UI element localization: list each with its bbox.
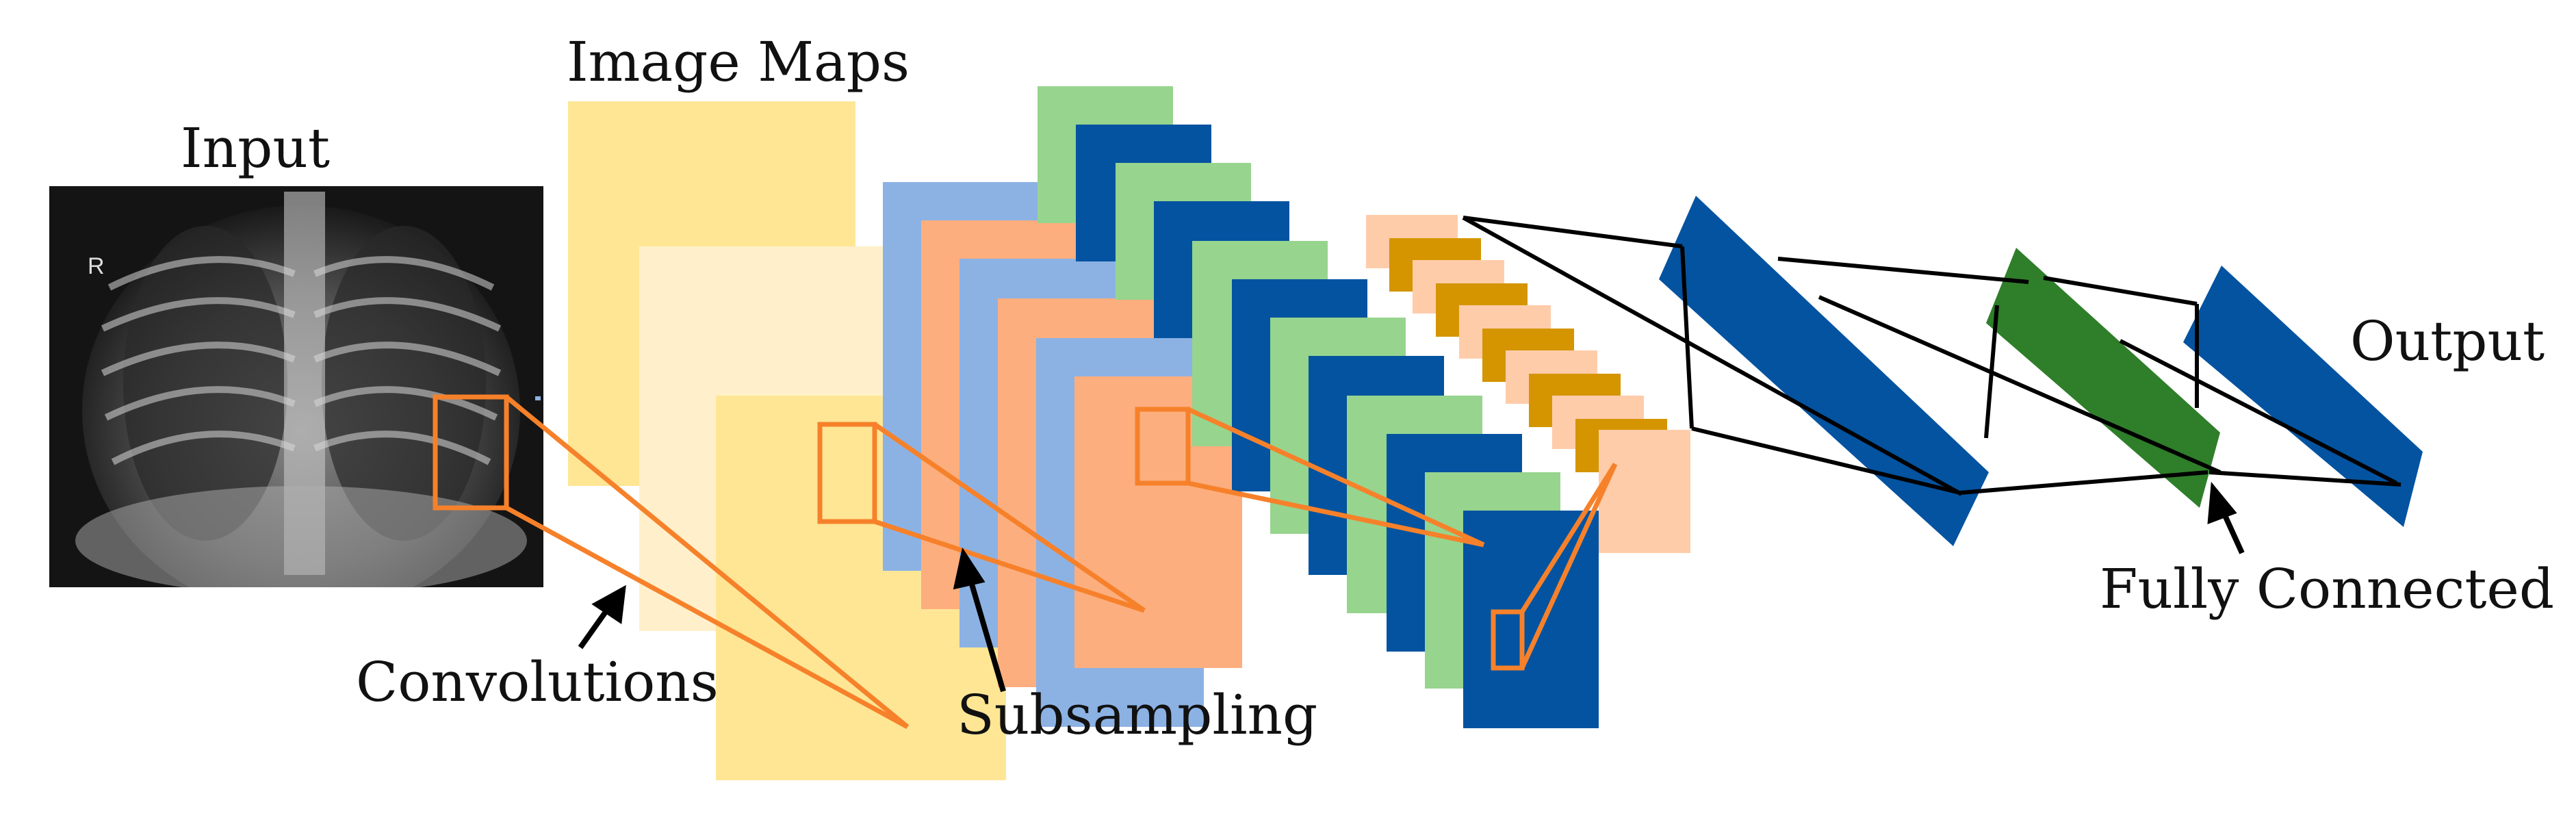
annotation-arrows — [578, 481, 2245, 693]
connect-line — [2119, 339, 2398, 485]
label-output: Output — [2350, 309, 2545, 373]
conv-projection-line — [1187, 407, 1485, 548]
connect-line — [1984, 305, 1999, 439]
conv-window-stack1 — [1135, 407, 1191, 486]
connect-line — [1691, 426, 1961, 495]
label-image-maps: Image Maps — [567, 30, 910, 94]
connect-line — [1959, 470, 2208, 495]
arrow-head — [591, 584, 626, 624]
label-input: Input — [181, 116, 330, 180]
connect-line — [1818, 295, 2221, 474]
fc-connection-lines — [1462, 216, 2401, 496]
xray-ribs — [101, 256, 502, 465]
arrow-head — [2207, 481, 2237, 524]
conv-window-input — [433, 394, 509, 511]
connect-line — [2208, 470, 2401, 487]
conv-projection-line — [873, 422, 1146, 613]
xray-diaphragm — [75, 486, 527, 587]
label-convolutions: Convolutions — [356, 650, 719, 714]
connect-line — [1463, 216, 1683, 248]
label-subsampling: Subsampling — [957, 683, 1317, 747]
connect-line — [1462, 216, 1963, 496]
connect-line — [1777, 257, 2029, 284]
feature-stack-3 — [1366, 215, 1690, 553]
connect-line — [1680, 246, 1694, 429]
conv-projection-line — [1187, 480, 1484, 548]
convolution-windows — [433, 394, 1618, 730]
fc-layer-1 — [1659, 196, 1989, 546]
conv-projection-line — [504, 395, 910, 729]
conv-window-stack2 — [1491, 609, 1525, 671]
connect-line — [2043, 276, 2198, 306]
conv-projection-line — [873, 519, 1146, 613]
conv-projection-line — [505, 505, 909, 730]
fully-connected-layers — [1659, 196, 2423, 546]
subsampling-arrow — [966, 574, 1006, 693]
conv-projection-line — [1520, 463, 1617, 613]
fc-layer-3 — [2183, 266, 2423, 527]
conv-window-map — [817, 422, 877, 524]
conv-projection-line — [1519, 463, 1618, 669]
label-fully-connected: Fully Connected — [2100, 557, 2554, 621]
feature-stack-1 — [883, 182, 1242, 727]
arrow-head — [953, 547, 986, 590]
xray-marker-text: R — [88, 253, 105, 279]
feature-map-3k — [1599, 430, 1690, 553]
fc-layer-2 — [1986, 248, 2220, 508]
input-xray-image: R — [49, 186, 543, 587]
